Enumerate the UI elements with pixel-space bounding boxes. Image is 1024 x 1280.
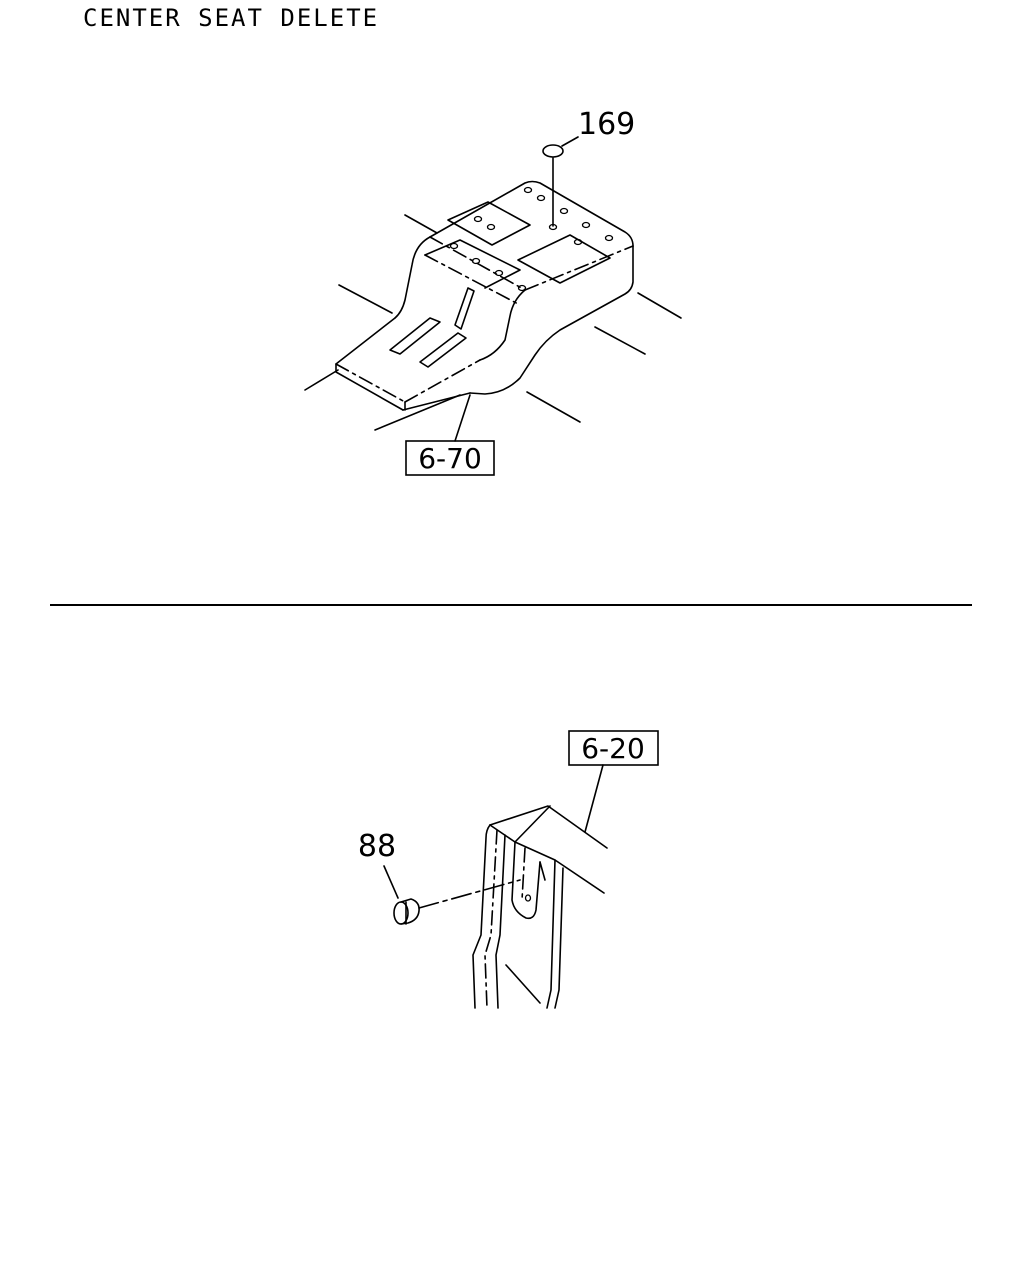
ref-label-6-70: 6-70 bbox=[418, 442, 482, 475]
plug-cap-part bbox=[542, 136, 579, 227]
ref-box-6-70 bbox=[405, 440, 495, 476]
ref-leader-6-20 bbox=[584, 764, 604, 833]
seat-frame-illustration bbox=[472, 805, 608, 1009]
grommet-part bbox=[383, 865, 521, 925]
ref-label-6-20: 6-20 bbox=[581, 732, 645, 765]
ref-leader-6-70 bbox=[454, 394, 471, 442]
callout-169: 169 bbox=[578, 107, 635, 142]
ref-box-6-20 bbox=[568, 730, 659, 766]
floor-console-illustration bbox=[304, 180, 682, 431]
diagram-title: CENTER SEAT DELETE bbox=[83, 4, 380, 32]
callout-88: 88 bbox=[358, 829, 396, 864]
